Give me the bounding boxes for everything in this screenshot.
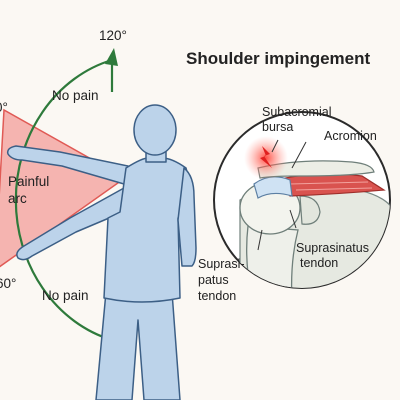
angle-0-label: 0° [0,100,8,115]
acromion [257,160,375,179]
human-figure [6,104,197,400]
arc-arrow-head [105,48,118,66]
acromion-label: Acromion [324,129,377,143]
title: Shoulder impingement [186,49,371,68]
supraspinatus-left-label-line3: tendon [198,289,236,303]
painful-arc-label-line2: arc [8,191,27,206]
pain-glow [244,136,288,180]
pain-spark-icon [260,146,272,168]
no-pain-lower-label: No pain [42,288,89,303]
angle-120-label: 120° [99,28,127,43]
subacromial-bursa-label-line1: Subacromial [262,105,331,119]
supraspinatus-right-label-line1: Suprasinatus [296,241,369,255]
supraspinatus-left-label-line1: Suprasi- [198,257,245,271]
supraspinatus-right-label-line2: tendon [300,256,338,270]
subacromial-bursa-label-line2: bursa [262,120,293,134]
humerus-shaft [246,225,299,288]
legs [95,291,181,400]
no-pain-upper-label: No pain [52,88,99,103]
lowered-arm [16,187,129,261]
raised-arm [6,145,129,185]
leader-lines [257,139,307,251]
glenoid [299,195,321,225]
angle-60-label: 60° [0,276,16,291]
head [133,104,177,156]
painful-arc-label-line1: Painful [8,174,49,189]
right-arm [177,167,197,267]
range-of-motion-arc [14,58,113,342]
supraspinatus-left-label-line2: patus [198,273,229,287]
